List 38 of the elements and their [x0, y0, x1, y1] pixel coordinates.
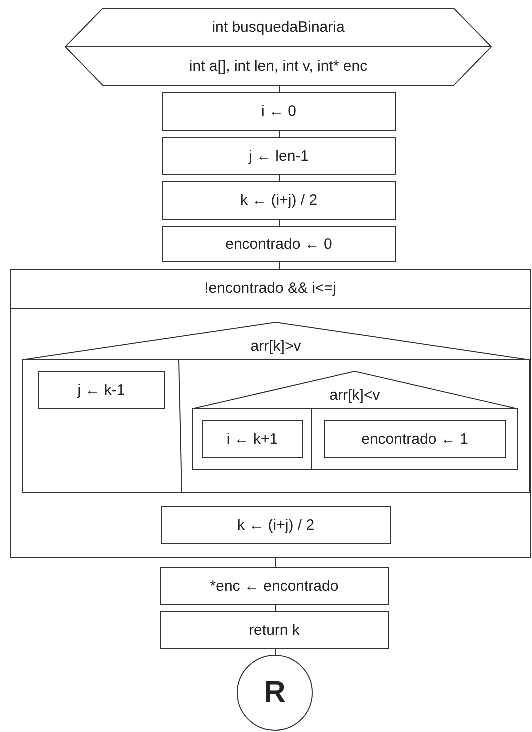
connector-line [279, 220, 280, 226]
process-box [162, 181, 396, 220]
statement-text: encontrado ← 1 [362, 430, 468, 448]
loop-block [10, 269, 531, 558]
connector-line [279, 174, 280, 182]
statement-text: i ← 0 [261, 103, 296, 120]
connector-line [275, 648, 276, 656]
connector-line [279, 262, 280, 270]
process-box [162, 137, 396, 175]
process-box [160, 567, 389, 605]
process-box [202, 420, 303, 458]
connector-letter: R [264, 676, 286, 710]
process-box [38, 371, 165, 409]
connector-line [275, 604, 276, 612]
process-box [162, 92, 396, 131]
process-box [324, 420, 506, 458]
function-name: int busquedaBinaria [212, 18, 345, 36]
connector-line [275, 558, 276, 568]
statement-text: i ← k+1 [226, 430, 278, 448]
parameter-list: int a[], int len, int v, int* enc [189, 58, 368, 74]
loop-condition: !encontrado && i<=j [204, 280, 336, 297]
decision-condition: arr[k]<v [330, 387, 380, 404]
process-box [160, 611, 389, 649]
statement-text: k ← (i+j) / 2 [237, 516, 315, 534]
statement-text: k ← (i+j) / 2 [240, 192, 318, 209]
connector-line [279, 86, 280, 92]
header-hexagon [65, 8, 492, 86]
process-box [162, 226, 396, 262]
statement-text: j ← len-1 [248, 148, 310, 164]
connector-line [279, 130, 280, 138]
process-box [161, 506, 391, 544]
statement-text: j ← k-1 [78, 382, 126, 398]
decision-block [22, 322, 530, 493]
decision-condition: arr[k]>v [250, 338, 302, 355]
statement-text: encontrado ← 0 [226, 236, 332, 252]
decision-block [192, 371, 518, 470]
statement-text: return k [249, 622, 300, 638]
statement-text: *enc ← encontrado [210, 578, 339, 594]
